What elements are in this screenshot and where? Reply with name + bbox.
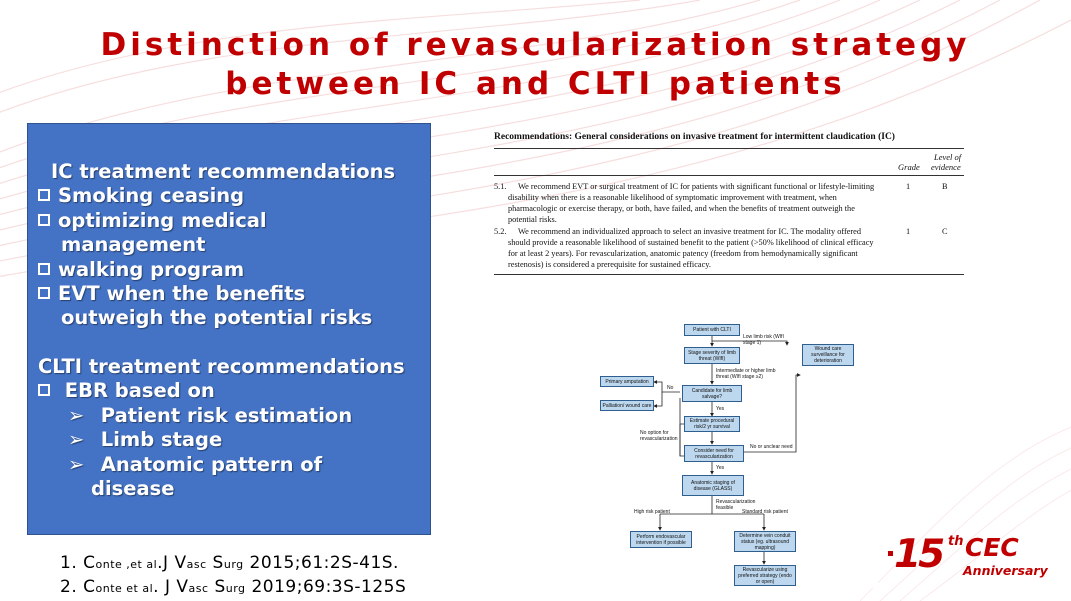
table-header: Grade Level of evidence	[494, 149, 964, 175]
ic-item-continuation: outweigh the potential risks	[61, 306, 373, 329]
table-rule	[494, 148, 964, 149]
flow-standard-risk-label: Standard risk patient	[742, 509, 788, 515]
flow-unclear-label: No or unclear need	[750, 444, 793, 450]
ic-item: Smoking ceasing	[38, 184, 244, 208]
flow-endovascular-box: Perform endovascular intervention if pos…	[630, 531, 692, 548]
clti-subitem: ➢ Anatomic pattern of	[68, 453, 323, 476]
ic-item: walking program	[38, 258, 244, 282]
clti-subitem-continuation: disease	[91, 477, 175, 500]
flow-patient-box: Patient with CLTI	[684, 324, 740, 336]
logo-brand: CEC	[965, 533, 1019, 562]
col-level-1: Level of	[934, 152, 962, 162]
flow-low-risk-label: Low limb risk (WIfI stage 1)	[743, 334, 784, 346]
arrow-bullet-icon: ➢	[68, 428, 85, 451]
ic-heading: IC treatment recommendations	[51, 160, 396, 183]
table-row: 5.2. We recommend an individualized appr…	[494, 227, 948, 269]
flow-vein-box: Determine vein conduit status (eg. ultra…	[734, 531, 796, 552]
recommendations-box: IC treatment recommendations Smoking cea…	[27, 123, 431, 535]
flow-revascularize-box: Revascularize using preferred strategy (…	[734, 565, 796, 586]
col-level-2: evidence	[931, 162, 961, 172]
logo-suffix: th	[948, 534, 964, 549]
ic-item: EVT when the benefits	[38, 282, 305, 306]
table-rule	[494, 274, 964, 275]
checkbox-bullet-icon	[38, 384, 50, 396]
clti-heading: CLTI treatment recommendations	[38, 355, 405, 378]
flow-yes-label: Yes	[716, 465, 725, 471]
table-title: Recommendations: General considerations …	[494, 132, 895, 142]
cec-anniversary-logo: 15 th CEC Anniversary	[888, 532, 1063, 582]
col-grade: Grade	[898, 162, 920, 172]
logo-dot-icon	[888, 551, 893, 556]
clti-flowchart: Patient with CLTI Stage severity of limb…	[562, 320, 878, 588]
flow-consider-box: Consider need for revascularization	[684, 445, 744, 462]
flow-wound-box: Wound care surveillance for deterioratio…	[802, 344, 854, 366]
table-row: 5.1. We recommend EVT or surgical treatm…	[494, 182, 948, 224]
checkbox-bullet-icon	[38, 287, 50, 299]
flow-high-risk-label: High risk patient	[634, 509, 670, 515]
flow-stage-box: Stage severity of limb threat (WIfI)	[684, 347, 740, 364]
flow-primary-amputation-box: Primary amputation	[600, 376, 654, 387]
checkbox-bullet-icon	[38, 214, 50, 226]
arrow-bullet-icon: ➢	[68, 404, 85, 427]
flow-anatomic-box: Anatomic staging of disease (GLASS)	[682, 475, 744, 496]
recommendations-table: Recommendations: General considerations …	[494, 132, 964, 275]
reference-1: 1. Conte ,et al.J Vasc Surg 2015;61:2S-4…	[60, 553, 399, 573]
flowchart-arrows	[653, 336, 801, 565]
arrow-bullet-icon: ➢	[68, 453, 85, 476]
clti-item: EBR based on	[38, 379, 215, 403]
logo-number: 15	[894, 532, 945, 577]
flow-estimate-box: Estimate procedural risk/2 yr survival	[684, 416, 740, 432]
clti-subitem: ➢ Limb stage	[68, 428, 223, 451]
flow-feasible-label: Revascularization feasible	[716, 499, 756, 511]
flow-no-label: No	[667, 385, 674, 391]
flow-yes-label: Yes	[716, 406, 725, 412]
checkbox-bullet-icon	[38, 189, 50, 201]
title-line-2: between IC and CLTI patients	[225, 66, 846, 102]
title-line-1: Distinction of revascularization strateg…	[100, 27, 971, 63]
reference-2: 2. Conte et al. J Vasc Surg 2019;69:3S-1…	[60, 577, 407, 597]
flow-no-option-label: No option for revascularization	[640, 430, 678, 442]
ic-item-continuation: management	[61, 233, 206, 256]
flow-palliation-box: Palliation/ wound care	[600, 400, 654, 411]
flow-intermediate-label: Intermediate or higher limb threat (WIfI…	[716, 368, 776, 380]
ic-item: optimizing medical	[38, 209, 267, 233]
logo-subtitle: Anniversary	[963, 563, 1048, 578]
flow-candidate-box: Candidate for limb salvage?	[682, 385, 742, 402]
clti-subitem: ➢ Patient risk estimation	[68, 404, 353, 427]
table-rule	[494, 175, 964, 176]
checkbox-bullet-icon	[38, 263, 50, 275]
slide-title: Distinction of revascularization strateg…	[0, 26, 1071, 104]
